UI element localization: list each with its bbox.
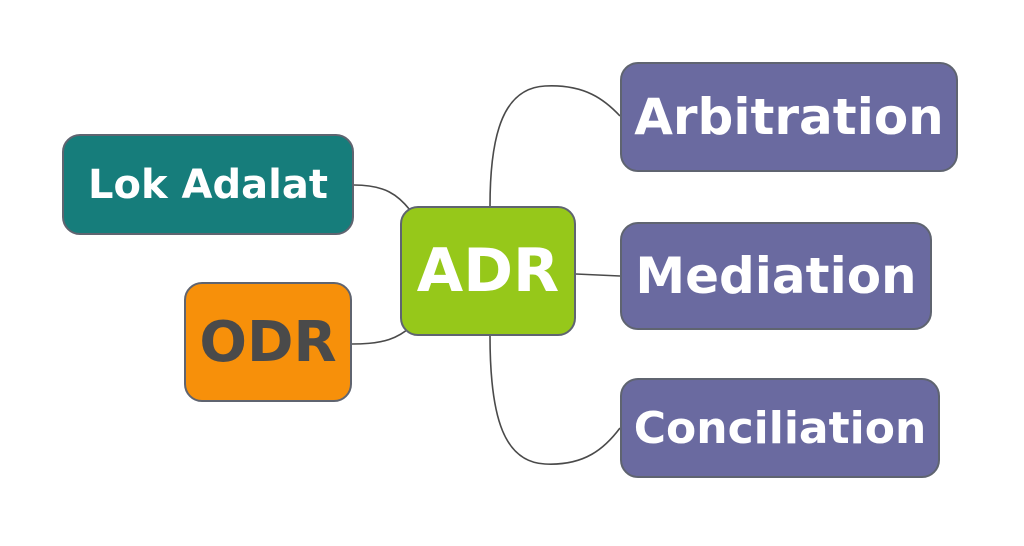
node-lok-adalat-label: Lok Adalat <box>88 161 328 208</box>
connector-lok-adalat <box>353 184 411 211</box>
node-odr: ODR <box>184 282 352 402</box>
node-odr-label: ODR <box>199 309 337 375</box>
node-conciliation: Conciliation <box>620 378 940 478</box>
connector-mediation <box>575 273 621 277</box>
node-arbitration-label: Arbitration <box>634 88 944 146</box>
node-adr-label: ADR <box>416 236 560 306</box>
node-mediation-label: Mediation <box>635 247 917 305</box>
node-arbitration: Arbitration <box>620 62 958 172</box>
connector-arbitration <box>489 85 621 207</box>
node-mediation: Mediation <box>620 222 932 330</box>
connector-conciliation <box>489 335 621 465</box>
node-conciliation-label: Conciliation <box>633 402 927 454</box>
node-adr-center: ADR <box>400 206 576 336</box>
node-lok-adalat: Lok Adalat <box>62 134 354 235</box>
